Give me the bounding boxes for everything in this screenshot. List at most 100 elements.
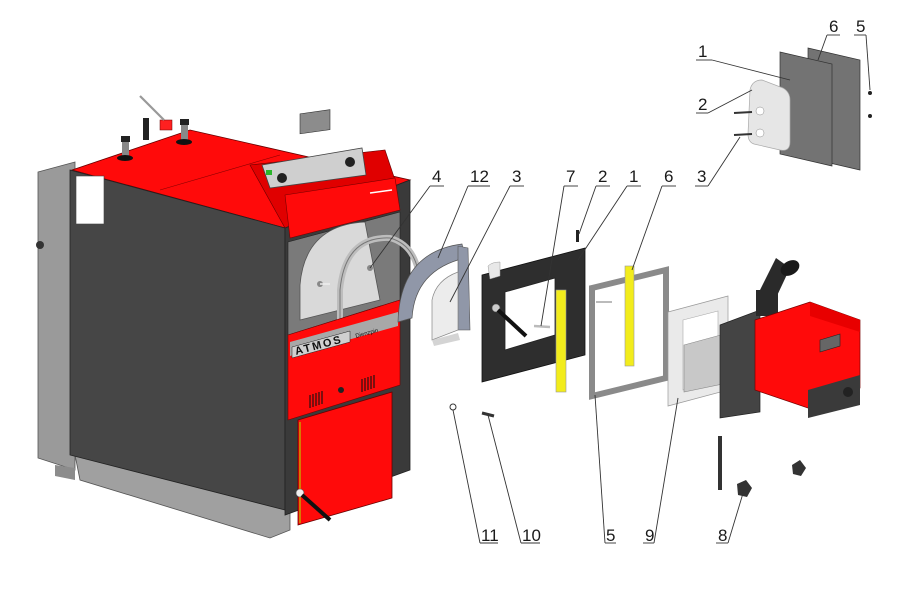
washer-nut-11 — [449, 403, 457, 411]
callout-label: 7 — [566, 167, 575, 186]
door-plate-handle[interactable] — [496, 308, 528, 338]
control-knob-right[interactable] — [345, 157, 355, 167]
burner-body-top — [810, 302, 860, 332]
inset-cover-hole-b — [755, 128, 765, 138]
inset-screw-b — [733, 133, 753, 136]
hinge-pin-7 — [533, 324, 551, 329]
steel-frame-5 — [589, 266, 669, 400]
callout-bottom-9: 9 — [643, 397, 679, 545]
burner-connector-panel — [808, 375, 860, 418]
insulation-board-3 — [431, 271, 459, 341]
flange-insulation — [667, 295, 743, 407]
inset-cover-box — [747, 79, 791, 151]
inset-nut-a — [868, 91, 872, 95]
ash-door-handle[interactable] — [300, 493, 332, 522]
top-seam-line — [159, 154, 281, 191]
latch-bar-2 — [576, 230, 579, 242]
boiler: ATMOS Dienzpin — [36, 95, 421, 539]
callout-label: 8 — [718, 526, 727, 545]
inset-cover-hole-a — [755, 106, 765, 116]
callout-label: 3 — [512, 167, 521, 186]
boiler-back-foot — [55, 465, 75, 480]
burner-feed-tube-base — [756, 290, 778, 316]
upper-front-lever[interactable] — [369, 189, 393, 194]
knob-8a[interactable] — [737, 480, 752, 497]
control-knob-left[interactable] — [277, 173, 287, 183]
callout-inset-5: 5 — [854, 17, 871, 91]
callout-top-2: 2 — [578, 167, 610, 235]
callout-label: 2 — [698, 95, 707, 114]
callout-label: 6 — [829, 17, 838, 36]
door-plate-window — [504, 277, 556, 351]
brand-plate — [291, 330, 351, 359]
pipe-3-cap — [180, 119, 189, 125]
callout-top-1: 1 — [577, 167, 641, 261]
callout-top-3: 3 — [449, 167, 524, 303]
callout-inset-3: 3 — [695, 136, 741, 187]
inset-screw-a — [733, 111, 753, 114]
callout-label: 5 — [856, 17, 865, 36]
callout-inset-6: 6 — [817, 17, 840, 61]
control-panel[interactable] — [261, 147, 367, 189]
inset-nut-b — [868, 114, 872, 118]
callout-label: 1 — [698, 42, 707, 61]
burner-mount-plate — [719, 309, 761, 419]
pipe-1-cap — [121, 136, 130, 142]
callout-bottom-10: 10 — [487, 414, 541, 545]
callout-label: 9 — [645, 526, 654, 545]
yellow-seal-left — [555, 289, 567, 393]
pipe-3 — [181, 124, 188, 142]
valve-lever — [139, 95, 165, 121]
door-insulation-parts — [397, 243, 471, 346]
callout-label: 10 — [522, 526, 541, 545]
callout-inset-2: 2 — [696, 89, 753, 114]
callout-label: 12 — [470, 167, 489, 186]
burner-feed-tube-mouth — [780, 260, 800, 276]
arch-insulation-12-leg — [457, 245, 471, 331]
pipe-3-base — [176, 139, 192, 145]
bolt-10 — [481, 411, 495, 418]
arch-insulation-12 — [397, 243, 466, 323]
inspection-knob[interactable] — [338, 387, 344, 393]
power-switch[interactable] — [266, 170, 272, 175]
callout-top-12: 12 — [437, 167, 490, 259]
insulation-board-3-edge — [432, 333, 460, 346]
inset-assembly — [733, 47, 872, 171]
callout-label: 3 — [697, 167, 706, 186]
yellow-seal-6 — [624, 265, 635, 367]
callout-label: 4 — [432, 167, 441, 186]
callout-label: 11 — [481, 526, 499, 545]
burner-bracket — [718, 436, 722, 490]
hardware — [449, 403, 806, 497]
pipe-1 — [122, 140, 129, 158]
callout-top-7: 7 — [540, 167, 578, 327]
callout-label: 5 — [606, 526, 615, 545]
door-handle-outline — [339, 237, 419, 340]
knob-8b[interactable] — [792, 460, 806, 476]
burner-door-plate — [481, 230, 586, 393]
callout-bottom-5: 5 — [594, 394, 616, 545]
model-name: Dienzpin — [355, 328, 379, 340]
side-label-plate — [75, 175, 105, 225]
steel-frame-assembly — [589, 265, 669, 400]
pipe-2 — [143, 118, 149, 140]
air-vents — [309, 375, 375, 408]
boiler-pipe-stub — [36, 241, 44, 249]
burner-display — [819, 333, 841, 353]
callout-bottom-11: 11 — [452, 409, 499, 545]
safety-valve — [159, 119, 173, 131]
burner-power-socket[interactable] — [843, 387, 853, 397]
pipe-1-base — [117, 155, 133, 161]
control-display — [299, 109, 331, 135]
boiler-back-side — [37, 161, 76, 471]
callout-top-6: 6 — [631, 167, 676, 271]
callout-label: 6 — [664, 167, 673, 186]
callout-inset-1: 1 — [696, 42, 791, 81]
callout-bottom-8: 8 — [716, 489, 745, 545]
callout-label: 1 — [629, 167, 638, 186]
callout-top-4: 4 — [369, 167, 444, 269]
door-plate-tab — [487, 261, 501, 280]
pellet-burner — [719, 258, 861, 419]
